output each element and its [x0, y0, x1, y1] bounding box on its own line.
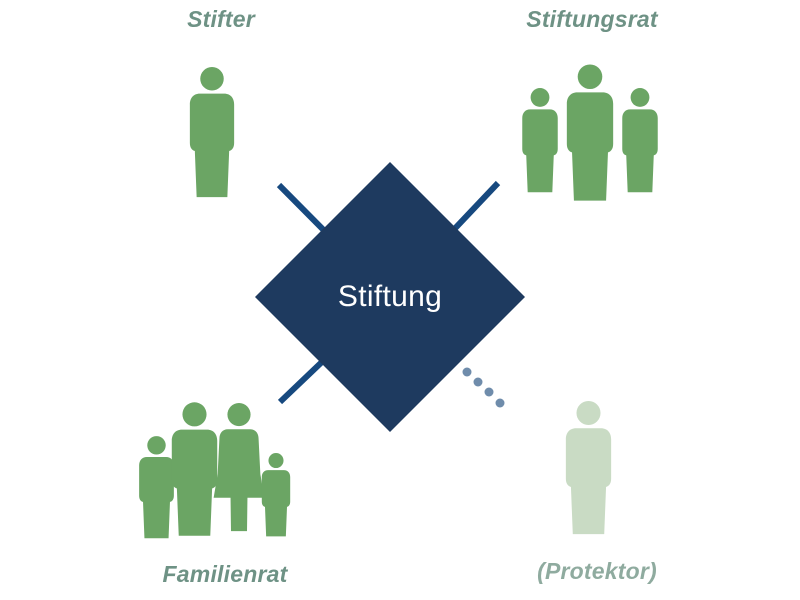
dot-icon [495, 398, 505, 408]
label-familienrat: Familienrat [162, 561, 288, 587]
person-female-icon [213, 403, 265, 532]
diamond-label: Stiftung [337, 280, 443, 313]
person-icon [139, 436, 174, 539]
connector-protektor-dotted-line [462, 367, 505, 408]
dot-icon [484, 387, 494, 397]
protektor-icon-group [565, 401, 612, 535]
dot-icon [462, 367, 472, 377]
person-icon [189, 67, 235, 198]
person-child-icon [261, 453, 291, 537]
stiftungsrat-icon-group [522, 64, 658, 201]
person-icon [622, 88, 658, 193]
label-protektor: (Protektor) [537, 558, 657, 584]
stiftung-diamond [255, 162, 525, 432]
person-icon-faded [565, 401, 612, 535]
familienrat-icon-group [139, 402, 291, 539]
label-stifter: Stifter [187, 6, 255, 32]
stifter-icon-group [189, 67, 235, 198]
person-icon [522, 88, 558, 193]
label-stiftungsrat: Stiftungsrat [526, 6, 658, 32]
dot-icon [473, 377, 483, 387]
person-icon [566, 64, 614, 201]
person-icon [171, 402, 218, 536]
